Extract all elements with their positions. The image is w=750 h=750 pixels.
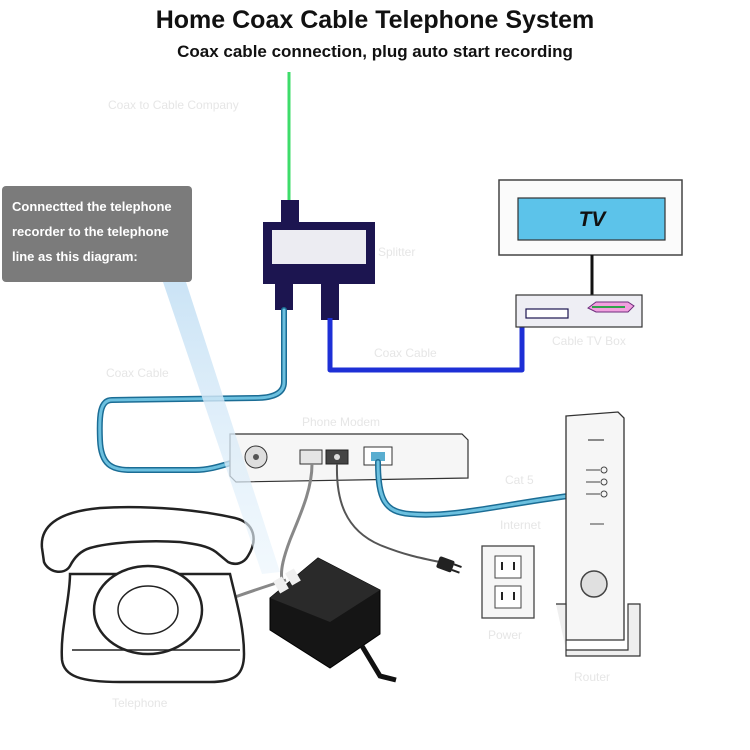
- power-cord: [335, 463, 441, 563]
- power-plug: [436, 556, 462, 574]
- label-internet: Internet: [500, 518, 541, 532]
- callout-pointer: [163, 282, 280, 574]
- label-phone-modem: Phone Modem: [302, 415, 381, 429]
- phone-modem: [229, 433, 469, 483]
- diagram-subtitle: Coax cable connection, plug auto start r…: [177, 42, 573, 61]
- callout-line-1: Connectted the telephone: [12, 199, 172, 214]
- label-telephone: Telephone: [112, 696, 168, 710]
- phone-cord: [280, 463, 314, 581]
- instruction-callout: Connectted the telephone recorder to the…: [2, 186, 192, 282]
- label-power: Power: [488, 628, 523, 642]
- tv: [498, 179, 683, 295]
- telephone-recorder: [269, 557, 397, 683]
- label-cable-tv-box: Cable TV Box: [552, 334, 626, 348]
- label-cat5: Cat 5: [505, 473, 534, 487]
- label-coax-cable-left: Coax Cable: [106, 366, 169, 380]
- cable-tv-box: [515, 294, 643, 328]
- wall-outlet: [481, 545, 535, 619]
- label-coax-to-cable-company: Coax to Cable Company: [108, 98, 239, 112]
- splitter: [263, 200, 375, 320]
- label-router: Router: [574, 670, 611, 684]
- telephone: [40, 505, 255, 684]
- callout-line-3: line as this diagram:: [12, 249, 138, 264]
- label-coax-cable-right: Coax Cable: [374, 346, 437, 360]
- tv-screen-label: TV: [578, 208, 606, 231]
- callout-line-2: recorder to the telephone: [12, 224, 169, 239]
- router: [556, 411, 641, 657]
- label-splitter: Splitter: [378, 245, 416, 259]
- diagram-title: Home Coax Cable Telephone System: [155, 6, 595, 34]
- blue-coax-cable: [327, 318, 525, 373]
